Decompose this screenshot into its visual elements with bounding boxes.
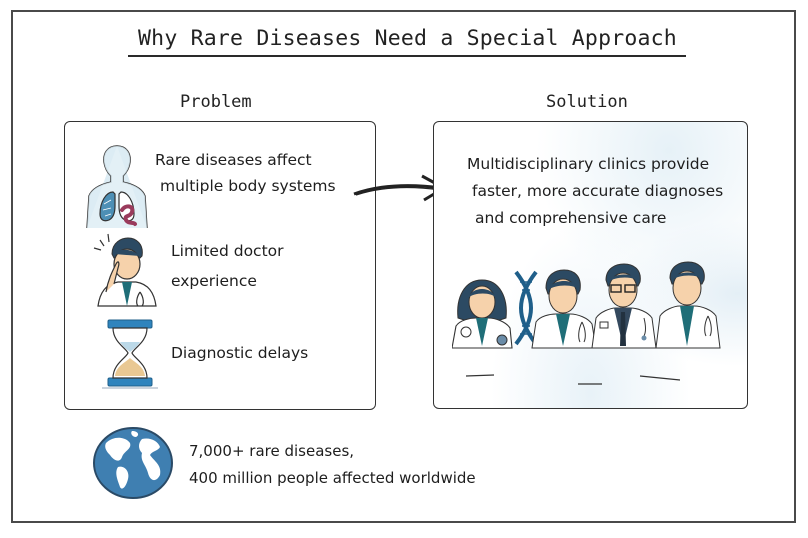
page-title: Why Rare Diseases Need a Special Approac… (138, 26, 677, 51)
problem-item-text-line: Limited doctor (171, 242, 284, 260)
problem-item-text-line: Rare diseases affect (155, 151, 312, 169)
stat-text-line: 7,000+ rare diseases, (189, 442, 355, 460)
solution-text-line: and comprehensive care (475, 209, 667, 227)
confused-doctor-icon (93, 233, 157, 307)
solution-box (433, 121, 748, 409)
problem-item-doctor-experience: Limited doctor experience (171, 236, 284, 296)
male-doctor-icon (531, 269, 597, 349)
dna-helix-icon (514, 270, 538, 346)
hourglass-icon (102, 319, 158, 389)
outer-frame (11, 10, 796, 523)
male-doctor-glasses-icon (591, 263, 657, 349)
doctor-team-with-dna-icon (452, 261, 721, 385)
male-doctor-icon (655, 261, 721, 349)
problem-heading: Problem (180, 92, 252, 112)
solution-text-line: Multidisciplinary clinics provide (467, 155, 710, 173)
problem-item-text-line: Diagnostic delays (171, 344, 309, 362)
globe-icon (93, 427, 173, 499)
solution-heading: Solution (546, 92, 628, 112)
problem-item-text-line: experience (171, 272, 257, 290)
female-doctor-icon (452, 279, 513, 349)
stat-text: 7,000+ rare diseases, 400 million people… (189, 438, 476, 492)
solution-text: Multidisciplinary clinics provide faster… (467, 151, 723, 232)
problem-item-body-systems: Rare diseases affect multiple body syste… (155, 147, 336, 199)
stat-text-line: 400 million people affected worldwide (189, 469, 476, 487)
title-underline (128, 55, 686, 57)
problem-item-text-line: multiple body systems (160, 177, 336, 195)
problem-item-diagnostic-delays: Diagnostic delays (171, 340, 308, 366)
solution-text-line: faster, more accurate diagnoses (472, 182, 724, 200)
human-body-lungs-icon (86, 145, 148, 229)
